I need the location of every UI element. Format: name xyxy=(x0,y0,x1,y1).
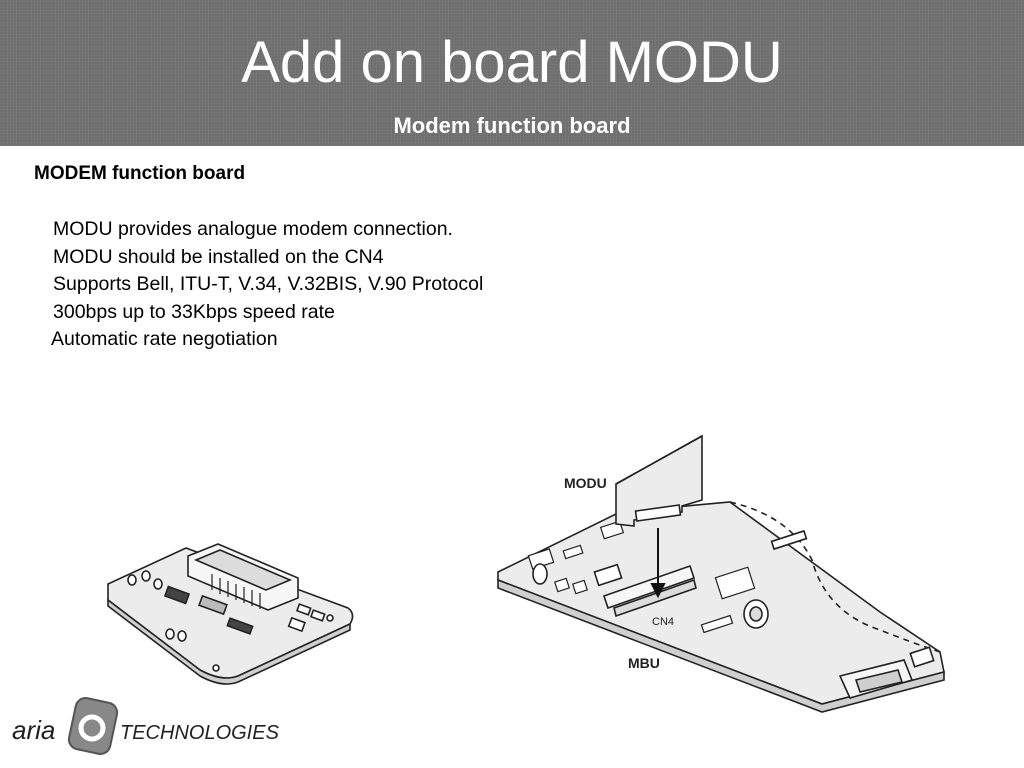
slide-header: Add on board MODU Modem function board xyxy=(0,0,1024,146)
section-heading: MODEM function board xyxy=(34,163,246,184)
logo-text-left: aria xyxy=(12,715,55,745)
feature-item: 300bps up to 33Kbps speed rate xyxy=(53,300,335,323)
feature-item: MODU provides analogue modem connection. xyxy=(53,218,453,240)
slide-subtitle: Modem function board xyxy=(393,113,631,138)
logo-mark-icon xyxy=(67,697,119,755)
feature-list: MODU provides analogue modem connection.… xyxy=(51,216,484,354)
feature-item: Supports Bell, ITU-T, V.34, V.32BIS, V.9… xyxy=(53,273,484,295)
mbu-board xyxy=(497,501,945,713)
feature-item: MODU should be installed on the CN4 xyxy=(53,245,384,268)
modu-board-small xyxy=(107,543,354,685)
modu-label: MODU xyxy=(564,475,607,491)
modu-card xyxy=(615,434,703,527)
cn4-label: CN4 xyxy=(652,616,674,628)
mbu-label: MBU xyxy=(628,655,660,671)
slide-title: Add on board MODU xyxy=(241,30,783,95)
logo-text-right: TECHNOLOGIES xyxy=(120,722,280,744)
aria-technologies-logo: aria TECHNOLOGIES xyxy=(12,697,280,755)
feature-item: Automatic rate negotiation xyxy=(51,328,278,350)
insert-arrow xyxy=(650,528,666,599)
